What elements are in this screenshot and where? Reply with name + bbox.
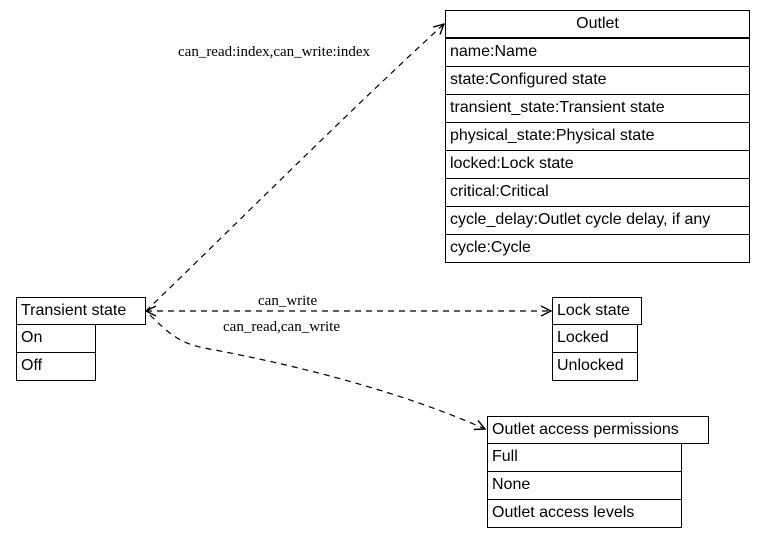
outlet-field: state:Configured state <box>445 66 750 95</box>
lock-state-title: Lock state <box>552 297 642 325</box>
outlet-title: Outlet <box>445 10 750 38</box>
outlet-field: cycle_delay:Outlet cycle delay, if any <box>445 206 750 235</box>
outlet-field: name:Name <box>445 38 750 67</box>
edge-label-to-outlet-access: can_read,can_write <box>223 319 340 335</box>
outlet-field: cycle:Cycle <box>445 234 750 263</box>
outlet-field: locked:Lock state <box>445 150 750 179</box>
edge-label-to-outlet: can_read:index,can_write:index <box>178 44 370 60</box>
lock-state-value: Locked <box>552 324 638 353</box>
edge-to-outlet <box>145 24 444 312</box>
transient-state-value: On <box>16 324 96 353</box>
outlet-access-title: Outlet access permissions <box>487 416 709 444</box>
edge-to-outlet-access <box>149 314 485 429</box>
outlet-field: critical:Critical <box>445 178 750 207</box>
outlet-access-value: Outlet access levels <box>487 499 682 528</box>
edge-label-to-lock-state: can_write <box>258 293 317 309</box>
transient-state-title: Transient state <box>16 297 146 325</box>
transient-state-value: Off <box>16 352 96 381</box>
outlet-access-value: Full <box>487 443 682 472</box>
lock-state-value: Unlocked <box>552 352 638 381</box>
outlet-field: transient_state:Transient state <box>445 94 750 123</box>
outlet-field: physical_state:Physical state <box>445 122 750 151</box>
outlet-access-value: None <box>487 471 682 500</box>
